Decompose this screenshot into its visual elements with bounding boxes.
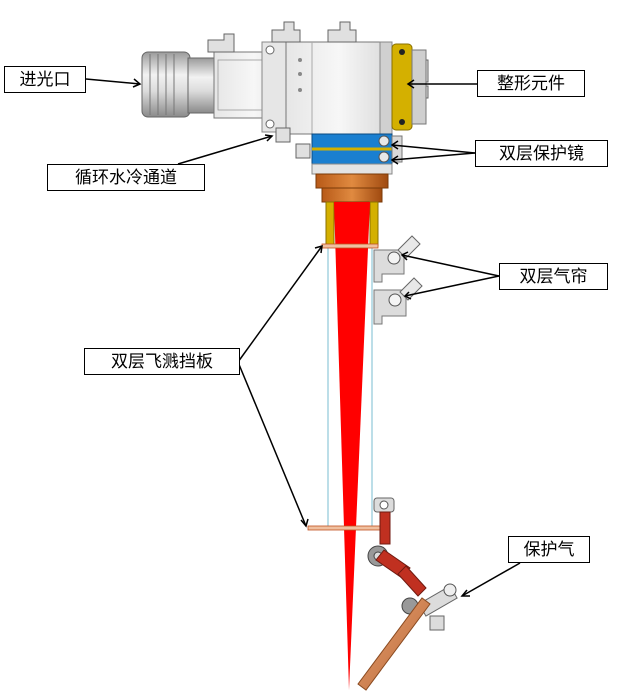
label-air-curtain: 双层气帘	[499, 263, 608, 290]
label-inlet: 进光口	[4, 66, 86, 93]
beam-tube	[327, 246, 373, 530]
label-cooling-channel: 循环水冷通道	[47, 164, 205, 191]
label-splash-guard: 双层飞溅挡板	[84, 348, 240, 375]
protective-gas-arm	[357, 497, 458, 691]
laser-beam	[334, 202, 370, 690]
leader-lines	[85, 78, 521, 597]
label-shaping-element: 整形元件	[477, 70, 585, 97]
protective-lens-module	[311, 133, 403, 175]
label-protective-lens: 双层保护镜	[475, 140, 608, 167]
shaping-element	[391, 43, 427, 131]
main-housing	[261, 41, 393, 135]
upper-splash-guard	[321, 243, 379, 249]
air-curtain-nozzle-upper	[373, 235, 421, 283]
label-protective-gas: 保护气	[508, 536, 590, 563]
lower-splash-guard	[307, 525, 389, 531]
air-curtain-nozzle-lower	[373, 277, 423, 325]
copper-nozzle-block	[315, 173, 389, 247]
